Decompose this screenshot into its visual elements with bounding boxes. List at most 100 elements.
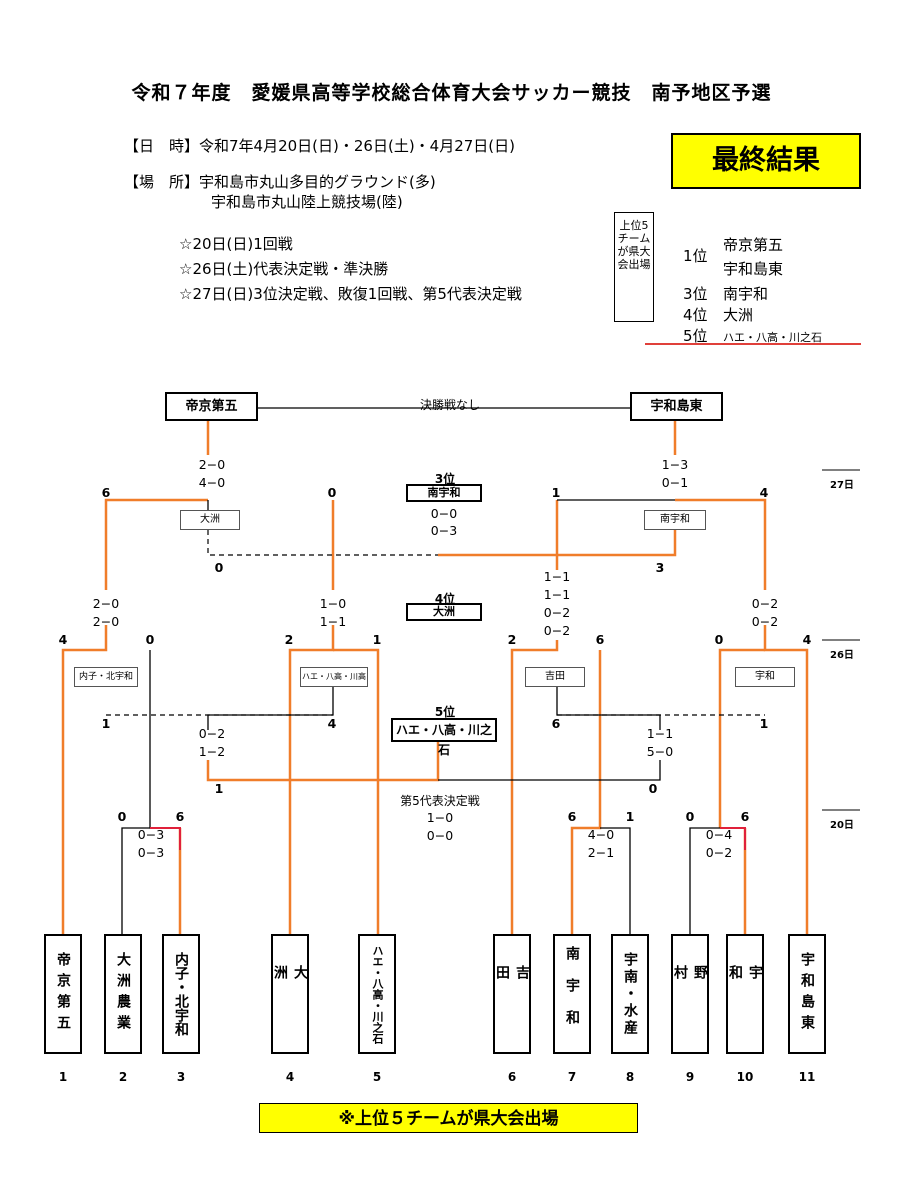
r1c-score-1: 0−4 — [705, 827, 733, 842]
rank-4-label: 4位 — [683, 306, 708, 324]
fifth-decider-score-1: 1−0 — [426, 810, 454, 825]
rep-left-c: 1 — [214, 781, 224, 796]
r1c-score-2: 0−2 — [705, 845, 733, 860]
semi-right-score-1: 1−3 — [661, 457, 689, 472]
semi-left-b: 0 — [327, 485, 337, 500]
semi-right-b: 4 — [759, 485, 769, 500]
q2-loser: ハエ・八高・川高 — [300, 667, 368, 687]
schedule-2: ☆26日(土)代表決定戦・準決勝 — [179, 260, 389, 278]
semi-left-loser: 大洲 — [180, 510, 240, 530]
seed-7: 7 — [567, 1070, 577, 1084]
q1-a: 4 — [58, 632, 68, 647]
rep-right-score-2: 5−0 — [646, 744, 674, 759]
q3-score-2: 1−1 — [543, 587, 571, 602]
fourth-team: 大洲 — [406, 603, 482, 621]
q3-a: 2 — [507, 632, 517, 647]
team-box-5: ハエ・八高・川之石 — [358, 934, 396, 1054]
rep-right-c: 0 — [648, 781, 658, 796]
third-label: 3位 — [434, 472, 456, 486]
rep-left-b: 4 — [327, 716, 337, 731]
seed-5: 5 — [372, 1070, 382, 1084]
team-box-9: 野村 — [671, 934, 709, 1054]
finalist-right: 宇和島東 — [630, 392, 723, 421]
q2-b: 1 — [372, 632, 382, 647]
date-label-26: 26日 — [830, 650, 854, 661]
team-box-1: 帝京第五 — [44, 934, 82, 1054]
semi-right-score-2: 0−1 — [661, 475, 689, 490]
fifth-label: 5位 — [434, 705, 456, 719]
rank-4-team: 大洲 — [723, 306, 754, 324]
seed-8: 8 — [625, 1070, 635, 1084]
rep-left-score-2: 1−2 — [198, 744, 226, 759]
r1a-score-1: 0−3 — [137, 827, 165, 842]
rank-1-team-a: 帝京第五 — [723, 236, 784, 254]
seed-2: 2 — [118, 1070, 128, 1084]
r1a-score-2: 0−3 — [137, 845, 165, 860]
q1-loser: 内子・北宇和 — [74, 667, 138, 687]
rank-underline — [645, 343, 861, 345]
no-final-label: 決勝戦なし — [419, 398, 480, 412]
team-box-3: 内子・北宇和 — [162, 934, 200, 1054]
q3-score-1: 1−1 — [543, 569, 571, 584]
semi-right-loser: 南宇和 — [644, 510, 706, 530]
schedule-1: ☆20日(日)1回戦 — [179, 235, 293, 253]
q4-a: 0 — [714, 632, 724, 647]
rank-1-team-b: 宇和島東 — [723, 260, 784, 278]
seed-9: 9 — [685, 1070, 695, 1084]
q1-b: 0 — [145, 632, 155, 647]
third-left-num: 0 — [214, 560, 224, 575]
qualify-note-box: 上位5チームが県大会出場 — [614, 212, 654, 322]
r1c-a: 0 — [685, 809, 695, 824]
q4-loser: 宇和 — [735, 667, 795, 687]
page-title: 令和７年度 愛媛県高等学校総合体育大会サッカー競技 南予地区予選 — [131, 82, 772, 104]
rep-left-score-1: 0−2 — [198, 726, 226, 741]
q4-score-1: 0−2 — [751, 596, 779, 611]
q2-score-1: 1−0 — [319, 596, 347, 611]
r1a-a: 0 — [117, 809, 127, 824]
r1b-score-2: 2−1 — [587, 845, 615, 860]
fifth-decider-score-2: 0−0 — [426, 828, 454, 843]
rank-3-team: 南宇和 — [723, 285, 769, 303]
date-lines — [822, 469, 860, 811]
third-score-2: 0−3 — [430, 523, 458, 538]
date-label-27: 27日 — [830, 480, 854, 491]
team-box-10: 宇和 — [726, 934, 764, 1054]
bottom-note-banner: ※上位５チームが県大会出場 — [259, 1103, 638, 1133]
team-box-7: 南宇和 — [553, 934, 591, 1054]
fifth-team: ハエ・八高・川之石 — [391, 718, 497, 757]
q3-b: 6 — [595, 632, 605, 647]
third-score-1: 0−0 — [430, 506, 458, 521]
q1-score-2: 2−0 — [92, 614, 120, 629]
q4-b: 4 — [802, 632, 812, 647]
rank-1-label: 1位 — [683, 247, 708, 265]
q1-score-1: 2−0 — [92, 596, 120, 611]
team-box-4: 大洲 — [271, 934, 309, 1054]
team-box-2: 大洲農業 — [104, 934, 142, 1054]
place-info-2: 宇和島市丸山陸上競技場(陸) — [211, 193, 403, 211]
fifth-decider-label: 第5代表決定戦 — [400, 794, 480, 808]
rep-left-a: 1 — [101, 716, 111, 731]
semi-left-score-1: 2−0 — [198, 457, 226, 472]
q3-loser: 吉田 — [525, 667, 585, 687]
r1b-b: 1 — [625, 809, 635, 824]
r1c-b: 6 — [740, 809, 750, 824]
third-team: 南宇和 — [406, 484, 482, 502]
date-info: 【日 時】令和7年4月20日(日)・26日(土)・4月27日(日) — [124, 137, 516, 155]
seed-11: 11 — [798, 1070, 816, 1084]
rank-3-label: 3位 — [683, 285, 708, 303]
schedule-3: ☆27日(日)3位決定戦、敗復1回戦、第5代表決定戦 — [179, 285, 522, 303]
seed-10: 10 — [736, 1070, 754, 1084]
dashed-paths — [106, 530, 765, 716]
seed-4: 4 — [285, 1070, 295, 1084]
final-result-banner: 最終結果 — [671, 133, 861, 189]
q4-score-2: 0−2 — [751, 614, 779, 629]
rank-5-team: ハエ・八高・川之石 — [723, 331, 822, 344]
rep-right-a: 6 — [551, 716, 561, 731]
winner-paths — [61, 420, 809, 935]
r1b-a: 6 — [567, 809, 577, 824]
seed-6: 6 — [507, 1070, 517, 1084]
finalist-left: 帝京第五 — [165, 392, 258, 421]
date-label-20: 20日 — [830, 820, 854, 831]
seed-1: 1 — [58, 1070, 68, 1084]
